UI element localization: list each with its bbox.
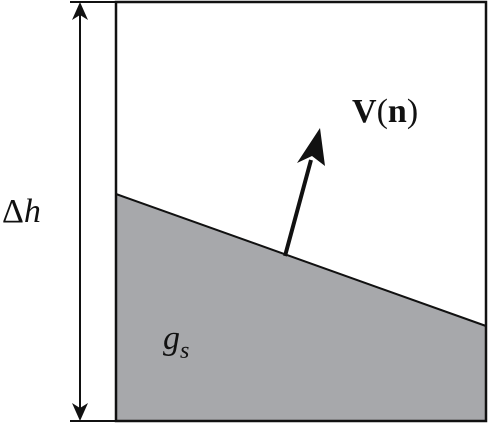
velocity-vector-shaft [283,159,313,257]
velocity-label-open-paren: ( [377,93,388,130]
region-label-subscript: s [180,338,189,364]
shaded-region [116,194,486,421]
velocity-label-vector: V [352,93,377,130]
height-label: Δh [2,193,41,230]
velocity-arrowhead [297,128,325,166]
box-outline [114,0,488,423]
region-label-variable: g [163,320,180,357]
height-arrowhead-top [72,2,88,20]
velocity-vector-arrow [283,128,325,257]
region-label: gs [163,320,189,364]
height-label-variable: h [24,193,41,230]
height-arrowhead-bottom [72,403,88,421]
velocity-label-close-paren: ) [407,93,418,130]
height-label-delta: Δ [2,193,24,230]
velocity-label: V(n) [352,93,418,130]
interface-line [115,193,487,327]
height-dimension-arrow [70,1,116,422]
velocity-label-normal: n [388,93,407,130]
